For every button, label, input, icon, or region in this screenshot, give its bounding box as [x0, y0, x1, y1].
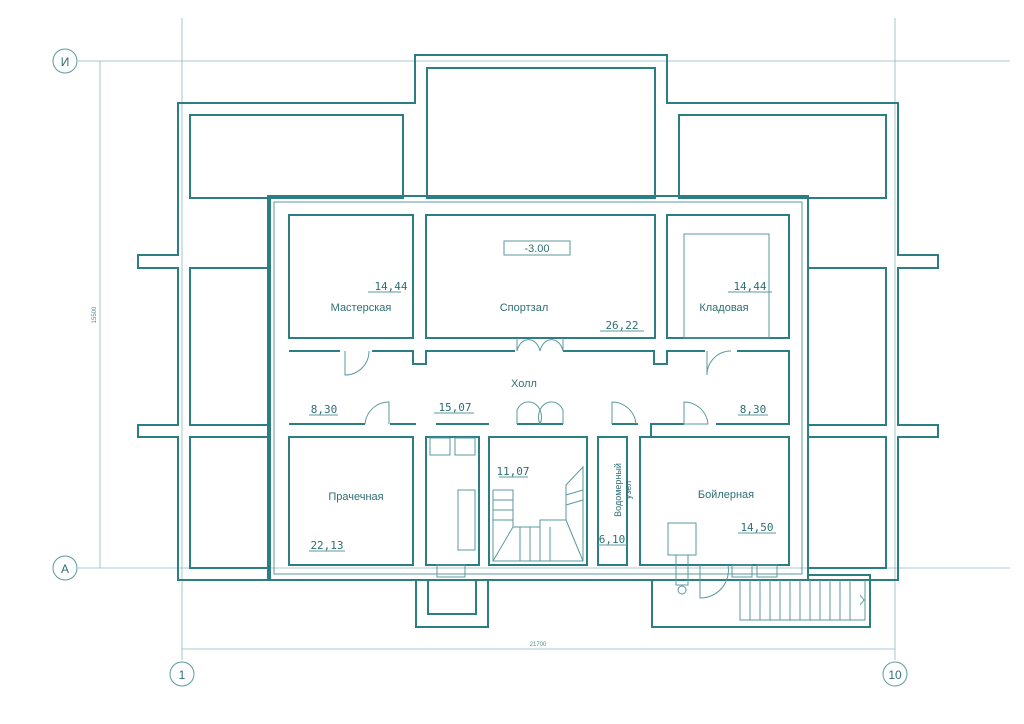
dimension-horizontal: 21700 — [530, 642, 547, 648]
level-mark-box — [503, 240, 571, 256]
axis-label-top: И — [61, 55, 70, 69]
room-labels: Мастерская 14,44 Спортзал 26,22 Кладовая… — [309, 280, 776, 552]
rooms — [288, 214, 871, 628]
foundation-walls — [137, 54, 939, 581]
dimension-vertical: 15500 — [92, 306, 98, 323]
room-name-storage: Кладовая — [699, 302, 748, 314]
room-area-workshop: 14,44 — [374, 280, 407, 293]
room-area-stairs: 11,07 — [496, 465, 529, 478]
axis-label-left: 1 — [179, 668, 186, 682]
axis-label-bottom: А — [61, 562, 69, 576]
corridor-area-left: 8,30 — [311, 403, 338, 416]
corridor-area-right: 8,30 — [740, 403, 767, 416]
basement-inner-wall — [273, 201, 803, 575]
room-area-water-meter: 6,10 — [599, 533, 626, 546]
room-area-boiler: 14,50 — [740, 521, 773, 534]
room-name-water-meter: Водомерныйузел — [613, 463, 633, 517]
room-area-hall: 15,07 — [438, 401, 471, 414]
room-name-hall: Холл — [511, 378, 537, 390]
room-area-storage: 14,44 — [733, 280, 766, 293]
room-name-gym: Спортзал — [500, 302, 549, 314]
axis-label-right: 10 — [888, 668, 902, 682]
room-name-workshop: Мастерская — [331, 302, 392, 314]
room-area-laundry: 22,13 — [310, 539, 343, 552]
room-area-gym: 26,22 — [605, 319, 638, 332]
room-name-laundry: Прачечная — [328, 491, 383, 503]
axis-markers: И А 1 10 — [52, 48, 908, 687]
basement-outer-wall — [267, 195, 809, 581]
room-name-boiler: Бойлерная — [698, 489, 754, 501]
level-mark: -3.00 — [524, 243, 549, 255]
